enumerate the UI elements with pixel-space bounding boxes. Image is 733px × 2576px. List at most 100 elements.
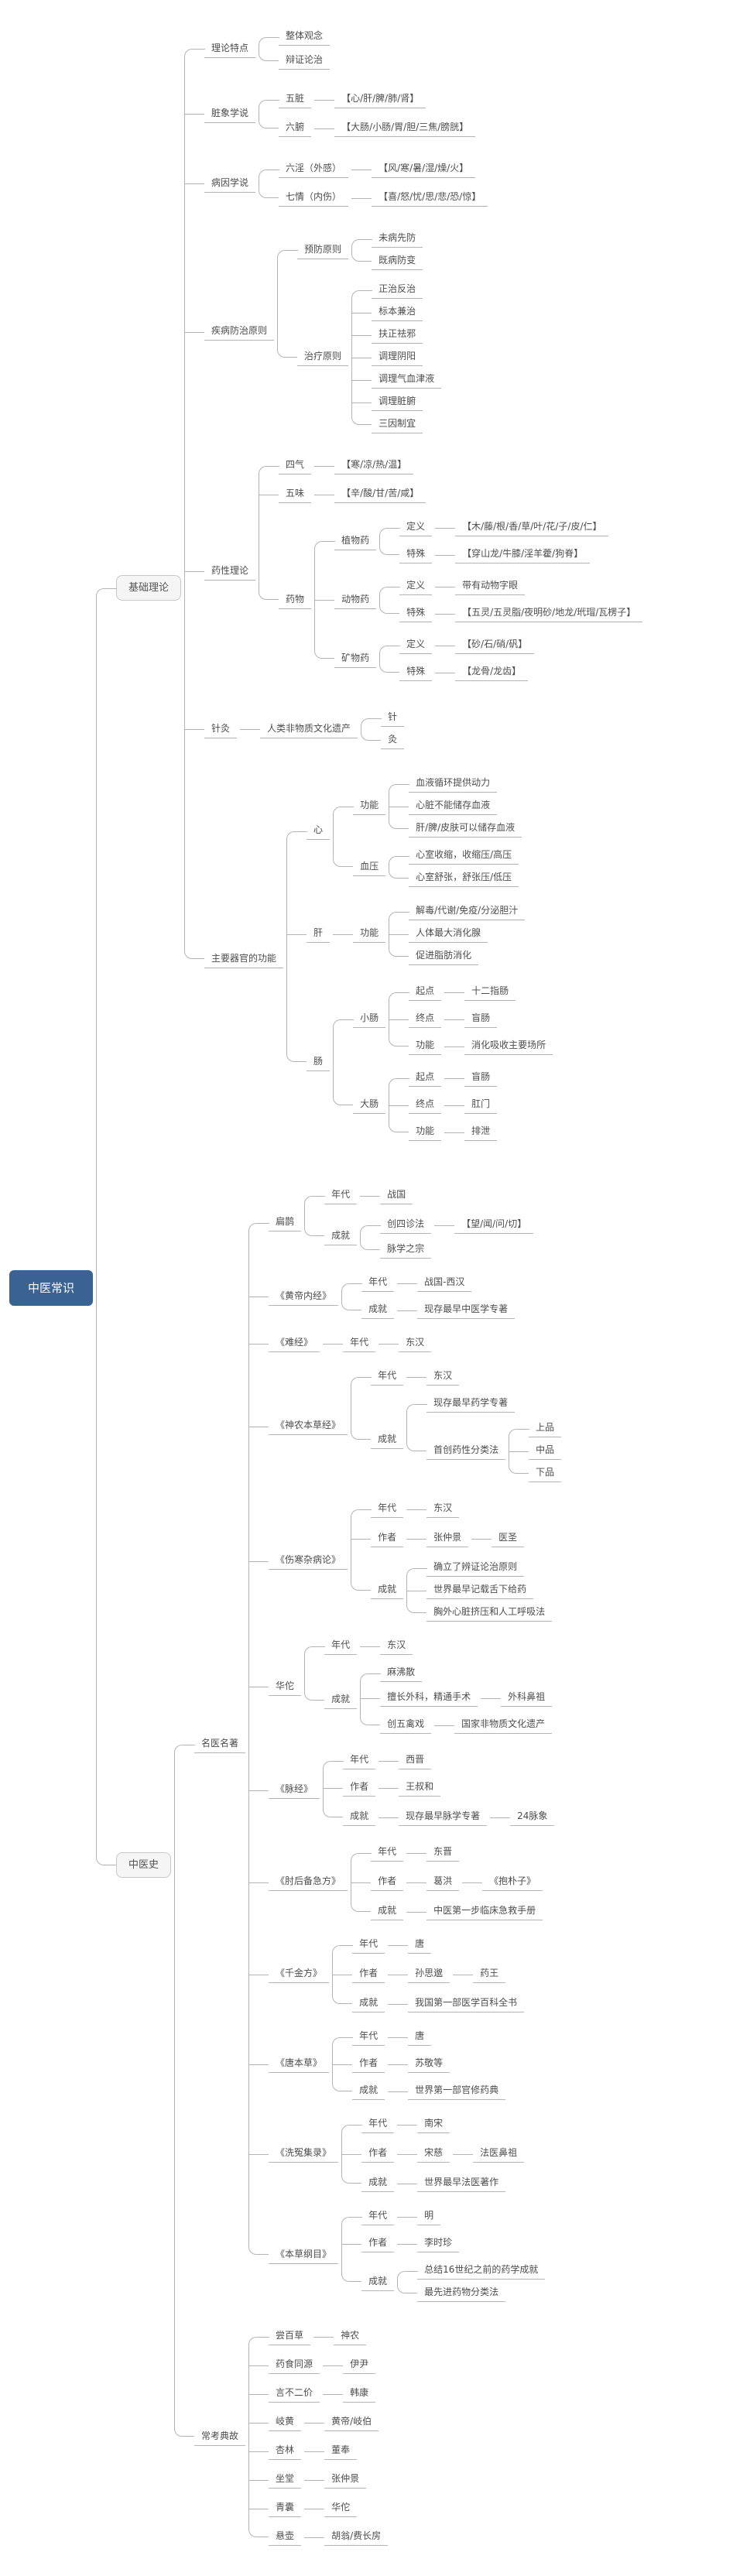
node-children: 唐 — [388, 1934, 432, 1956]
node-label: 心室收缩，收缩压/高压 — [409, 847, 519, 865]
node-label: 血液循环提供动力 — [409, 775, 498, 793]
node-children: 【心/肝/脾/肺/肾】 — [314, 88, 426, 111]
node-label: 南宋 — [417, 2115, 450, 2133]
node-children: 现存最早中医学专著 — [397, 1299, 515, 1321]
node-label: 中品 — [529, 1442, 562, 1460]
mindmap-node: 促进脂肪消化 — [389, 945, 525, 968]
node-label: 《唐本草》 — [269, 2055, 330, 2073]
mindmap-node: 治疗原则正治反治标本兼治扶正祛邪调理阴阳调理气血津液调理脏腑三因制宜 — [277, 276, 442, 439]
node-label: 年代 — [324, 1637, 358, 1655]
mindmap-node: 唐 — [388, 1934, 432, 1956]
mindmap-node: 【砂/石/硝/矾】 — [435, 634, 535, 656]
node-label: 《难经》 — [269, 1334, 320, 1352]
node-label: 六淫（外感） — [279, 160, 349, 178]
node-children: 年代唐作者苏敬等成就世界第一部官修药典 — [332, 2023, 506, 2105]
node-label: 法医鼻祖 — [473, 2145, 525, 2163]
mindmap-node: 调理脏腑 — [351, 391, 441, 413]
node-label: 特殊 — [399, 605, 433, 622]
mindmap-node: 盲肠 — [444, 1067, 498, 1089]
node-label: 成就 — [343, 1808, 376, 1826]
branch-node: 基础理论理论特点整体观念辩证论治脏象学说五脏【心/肝/脾/肺/肾】六腑【大肠/小… — [96, 11, 643, 1165]
mindmap-node: 中品 — [509, 1440, 562, 1462]
node-children: 尝百草神农药食同源伊尹言不二价韩康岐黄黄帝/岐伯杏林董奉坐堂张仲景青囊华佗悬壶胡… — [248, 2322, 389, 2551]
mindmap-node: 国家非物质文化遗产 — [434, 1714, 553, 1736]
node-label: 东汉 — [380, 1637, 413, 1655]
node-children: 葛洪《抱朴子》 — [406, 1869, 543, 1896]
node-label: 现存最早中医学专著 — [417, 1301, 515, 1319]
node-label: 消化吸收主要场所 — [464, 1037, 553, 1055]
node-children: 韩康 — [323, 2382, 376, 2405]
node-children: 总结16世纪之前的药学成就最先进药物分类法 — [397, 2259, 546, 2304]
mindmap-node: 大肠起点盲肠终点肛门功能排泄 — [333, 1062, 553, 1148]
mindmap-node: 成就确立了辨证论治原则世界最早记载舌下给药胸外心脏挤压和人工呼吸法 — [351, 1554, 553, 1626]
mindmap-node: 排泄 — [444, 1121, 498, 1143]
mindmap-node: 脏象学说五脏【心/肝/脾/肺/肾】六腑【大肠/小肠/胃/胆/三焦/膀胱】 — [184, 79, 642, 149]
mindmap-node: 上品 — [509, 1417, 562, 1440]
mindmap-node: 《难经》年代东汉 — [248, 1327, 561, 1360]
mindmap-node: 战国-西汉 — [397, 1272, 472, 1294]
node-label: 伊尹 — [343, 2356, 376, 2374]
node-children: 扁鹊年代战国成就创四诊法【望/闻/问/切】脉学之宗《黄帝内经》年代战国-西汉成就… — [248, 1179, 562, 2310]
node-children: 名医名著扁鹊年代战国成就创四诊法【望/闻/问/切】脉学之宗《黄帝内经》年代战国-… — [174, 1173, 562, 2557]
node-children: 血液循环提供动力心脏不能储存血液肝/脾/皮肤可以储存血液 — [389, 772, 522, 840]
mindmap-node: 心室收缩，收缩压/高压 — [389, 844, 519, 867]
mindmap-node: 动物药定义带有动物字眼特殊【五灵/五灵脂/夜明砂/地龙/玳瑁/瓦楞子】 — [314, 570, 643, 629]
node-label: 战国-西汉 — [417, 1274, 472, 1292]
node-children: 起点盲肠终点肛门功能排泄 — [389, 1064, 498, 1146]
node-label: 功能 — [409, 1037, 442, 1055]
mindmap-node: 带有动物字眼 — [435, 575, 526, 598]
mindmap-node: 《本草纲目》年代明作者李时珍成就总结16世纪之前的药学成就最先进药物分类法 — [248, 2200, 561, 2310]
node-label: 成就 — [371, 1581, 404, 1599]
mindmap-node: 作者李时珍 — [341, 2230, 545, 2257]
mindmap-node: 下品 — [509, 1462, 562, 1485]
node-label: 【木/藤/根/香/草/叶/花/子/皮/仁】 — [455, 519, 609, 536]
node-children: 战国 — [360, 1184, 413, 1207]
mindmap-node: 【望/闻/问/切】 — [434, 1214, 534, 1236]
node-label: 张仲景 — [426, 1530, 469, 1547]
mindmap-node: 医圣 — [471, 1527, 525, 1550]
node-label: 药王 — [473, 1965, 506, 1983]
node-children: 医圣 — [471, 1527, 525, 1550]
node-label: 苏敬等 — [408, 2055, 450, 2073]
node-children: 西晋 — [378, 1749, 432, 1772]
node-label: 《本草纲目》 — [269, 2246, 339, 2264]
node-label: 动物药 — [334, 591, 377, 609]
node-children: 中医第一步临床急救手册 — [406, 1900, 543, 1923]
node-children: 李时珍 — [397, 2232, 460, 2255]
node-label: 肝/脾/皮肤可以储存血液 — [409, 820, 522, 838]
mindmap-node: 成就现存最早药学专著首创药性分类法上品中品下品 — [351, 1390, 562, 1489]
node-children: 植物药定义【木/藤/根/香/草/叶/花/子/皮/仁】特殊【穿山龙/牛膝/淫羊藿/… — [314, 512, 643, 688]
node-label: 李时珍 — [417, 2235, 460, 2252]
node-children: 功能解毒/代谢/免疫/分泌胆汁人体最大消化腺促进脂肪消化 — [333, 898, 526, 970]
node-label: 针 — [381, 709, 405, 727]
mindmap-node: 人体最大消化腺 — [389, 923, 525, 945]
node-label: 脉学之宗 — [380, 1241, 432, 1259]
node-label: 十二指肠 — [464, 983, 516, 1001]
node-children: 起点十二指肠终点盲肠功能消化吸收主要场所 — [389, 978, 553, 1060]
mindmap-node: 肛门 — [444, 1094, 498, 1116]
node-label: 中医常识 — [9, 1270, 94, 1306]
mindmap-node: 西晋 — [378, 1749, 432, 1772]
node-children: 【大肠/小肠/胃/胆/三焦/膀胱】 — [314, 117, 476, 139]
mindmap-node: 常考典故尝百草神农药食同源伊尹言不二价韩康岐黄黄帝/岐伯杏林董奉坐堂张仲景青囊华… — [174, 2316, 561, 2557]
node-children: 【木/藤/根/香/草/叶/花/子/皮/仁】 — [435, 516, 609, 539]
node-label: 扶正祛邪 — [372, 326, 423, 344]
node-children: 排泄 — [444, 1121, 498, 1143]
mindmap-node: 首创药性分类法上品中品下品 — [406, 1415, 562, 1487]
mindmap-node: 作者张仲景医圣 — [351, 1523, 552, 1554]
mindmap-node: 《神农本草经》年代东汉成就现存最早药学专著首创药性分类法上品中品下品 — [248, 1360, 562, 1492]
mindmap-node: 年代唐 — [332, 2023, 505, 2050]
node-children: 国家非物质文化遗产 — [434, 1714, 553, 1736]
mindmap-node: 孙思邈药王 — [388, 1961, 506, 1988]
mindmap-node: 三因制宜 — [351, 413, 441, 436]
mindmap-node: 心功能血液循环提供动力心脏不能储存血液肝/脾/皮肤可以储存血液血压心室收缩，收缩… — [286, 767, 553, 895]
node-label: 带有动物字眼 — [455, 577, 526, 595]
mindmap-node: 灸 — [361, 729, 405, 752]
mindmap-node: 《伤寒杂病论》年代东汉作者张仲景医圣成就确立了辨证论治原则世界最早记载舌下给药胸… — [248, 1492, 561, 1629]
node-label: 《抱朴子》 — [482, 1873, 543, 1891]
node-label: 【大肠/小肠/胃/胆/三焦/膀胱】 — [334, 119, 476, 137]
mindmap-node: 南宋 — [397, 2113, 450, 2136]
node-label: 小肠 — [353, 1010, 386, 1028]
mindmap-node: 预防原则未病先防既病防变 — [277, 224, 441, 276]
